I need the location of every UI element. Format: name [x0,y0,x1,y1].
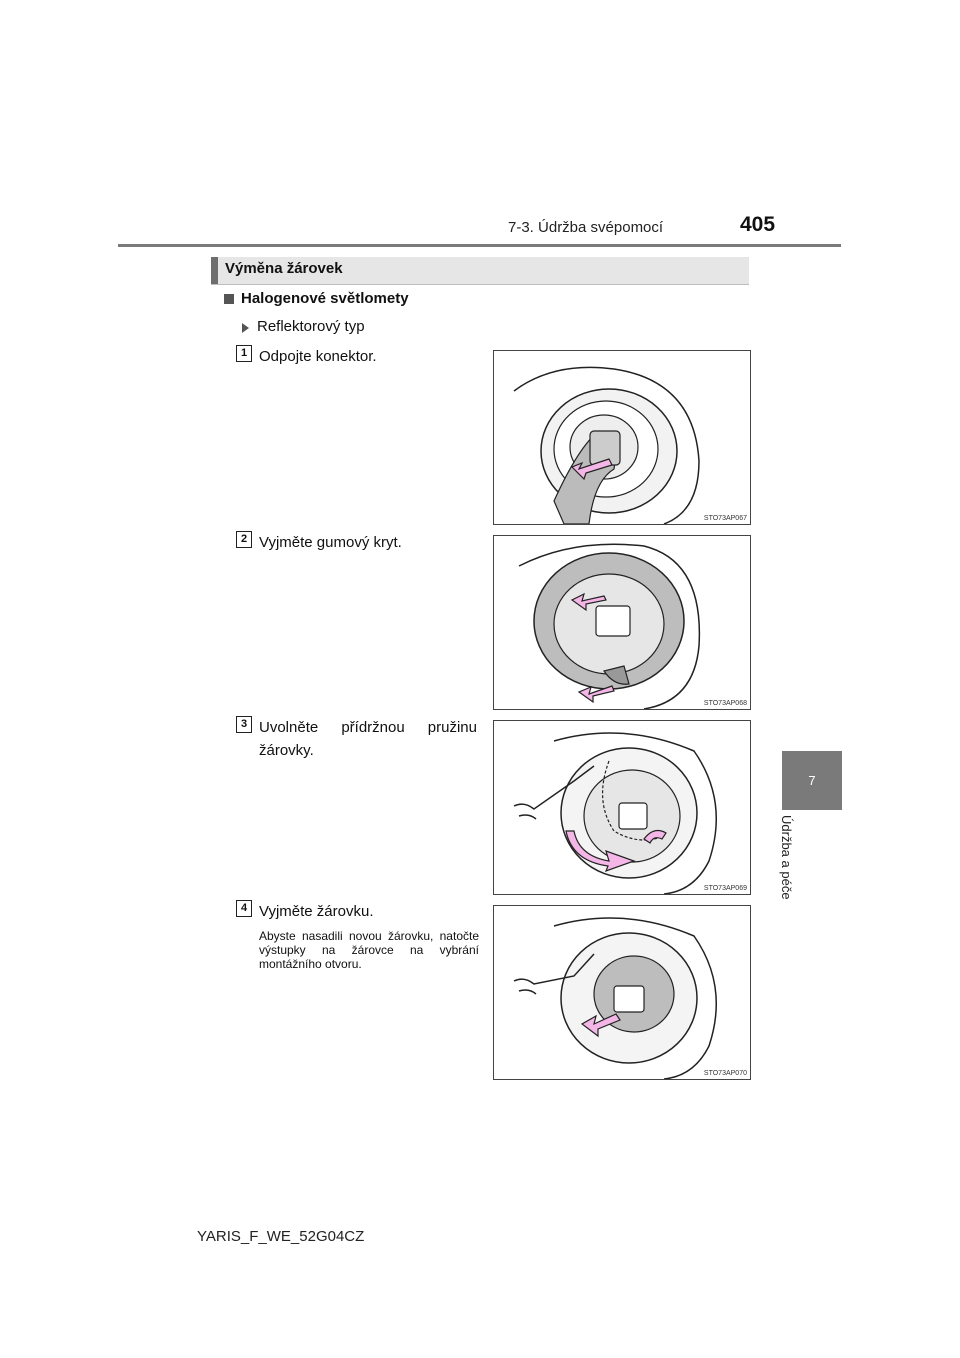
disconnect-connector-illustration [513,366,700,524]
page-number: 405 [740,213,776,236]
step-number-3: 3 [236,716,252,733]
section-marker [211,257,218,284]
step-text-3: Uvolněte přídržnou pružinu žárovky. [259,719,477,759]
figure-code-2: STO73AP068 [703,700,747,707]
remove-bulb-illustration [513,917,718,1079]
header-section-title: 7-3. Údržba svépomocí [508,219,664,236]
figure-code-3: STO73AP069 [703,885,747,892]
step-text-2: Vyjměte gumový kryt. [259,534,402,551]
square-bullet-icon [224,294,234,304]
subheading-type: Reflektorový typ [257,318,365,335]
figure-code-1: STO73AP067 [703,515,747,522]
step-text-4: Vyjměte žárovku. [259,903,374,920]
triangle-bullet-icon [242,323,249,333]
figure-step-3: STO73AP069 [493,720,751,895]
footer-document-code: YARIS_F_WE_52G04CZ [197,1228,365,1245]
step-number-4: 4 [236,900,252,917]
heading-halogen: Halogenové světlomety [241,290,409,307]
section-title: Výměna žárovek [225,260,343,277]
header-divider [118,244,841,247]
section-title-bar: Výměna žárovek [211,257,749,285]
step-number-1: 1 [236,345,252,362]
figure-step-1: STO73AP067 [493,350,751,525]
step-note-4: Abyste nasadili novou žárovku, natočte v… [259,929,479,971]
step-text-1: Odpojte konektor. [259,348,377,365]
figure-step-4: STO73AP070 [493,905,751,1080]
figure-code-4: STO73AP070 [703,1070,747,1077]
chapter-tab: 7 [782,751,842,810]
remove-rubber-cover-illustration [518,543,701,709]
figure-step-2: STO73AP068 [493,535,751,710]
chapter-label: Údržba a péče [779,815,810,915]
chapter-label-text: Údržba a péče [779,815,794,900]
release-retaining-spring-illustration [513,732,718,894]
step-number-2: 2 [236,531,252,548]
